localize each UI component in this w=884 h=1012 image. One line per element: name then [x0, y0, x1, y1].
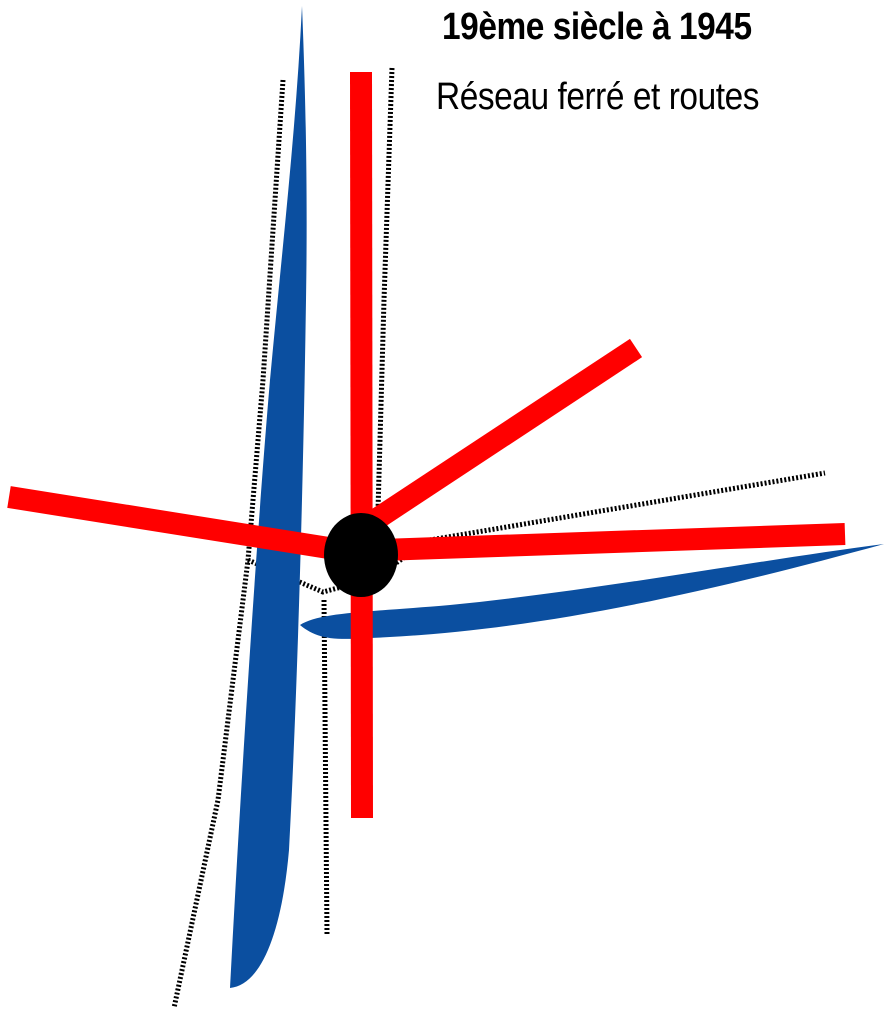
- road-north-south: [350, 71, 373, 819]
- river-north-south: [230, 6, 307, 988]
- page-subtitle: Réseau ferré et routes: [436, 76, 760, 118]
- roads: [7, 71, 846, 819]
- road-northeast: [353, 338, 643, 540]
- road-east: [379, 523, 846, 561]
- railway-line-north: [375, 67, 395, 511]
- watercourses: [230, 6, 884, 988]
- page-title: 19ème siècle à 1945: [442, 6, 752, 48]
- road-west: [7, 486, 362, 564]
- railway-line-south: [321, 599, 330, 936]
- railway-line-west-spur: [247, 557, 346, 595]
- town-center-marker: [324, 513, 398, 597]
- river-east: [300, 544, 884, 639]
